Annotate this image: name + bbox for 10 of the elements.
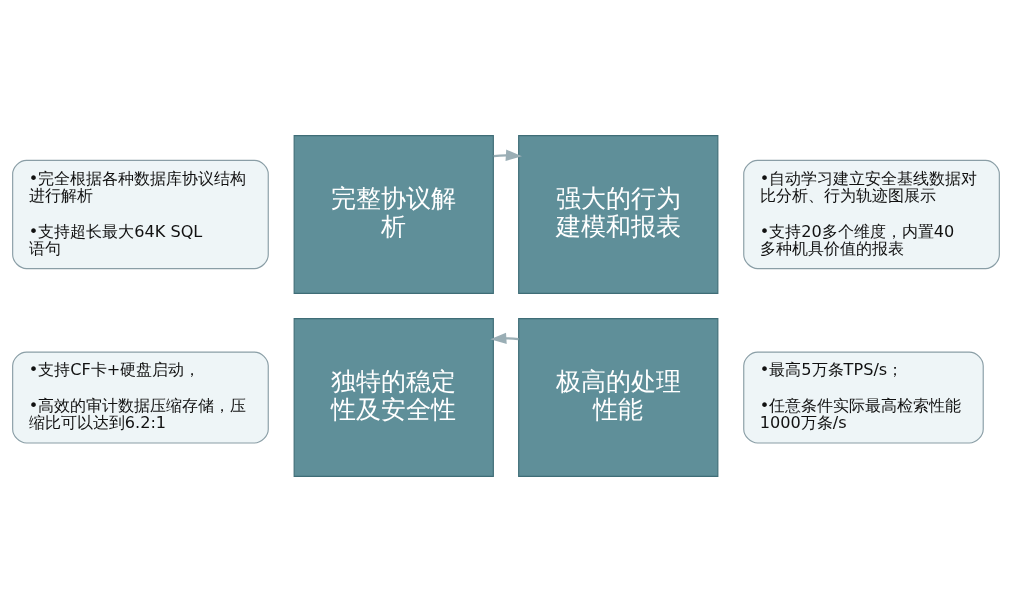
node-box: •支持CF卡+硬盘启动， •高效的审计数据压缩存储，压缩比可以达到6.2:1: [12, 351, 269, 444]
arrow: [490, 332, 519, 344]
node-box: 完整协议解析: [293, 135, 494, 294]
node-box: •完全根据各种数据库协议结构进行解析 •支持超长最大64K SQL语句: [12, 159, 269, 270]
node-box: 极高的处理性能: [518, 318, 719, 477]
node-box: •最高5万条TPS/s； •任意条件实际最高检索性能1000万条/s: [743, 351, 984, 444]
node-box: •自动学习建立安全基线数据对比分析、行为轨迹图展示 •支持20多个维度，内置40多种机具价值的报表: [743, 159, 1000, 270]
arrow: [493, 149, 522, 161]
node-box: 强大的行为建模和报表: [518, 135, 719, 294]
node-box: 独特的稳定性及安全性: [293, 318, 494, 477]
